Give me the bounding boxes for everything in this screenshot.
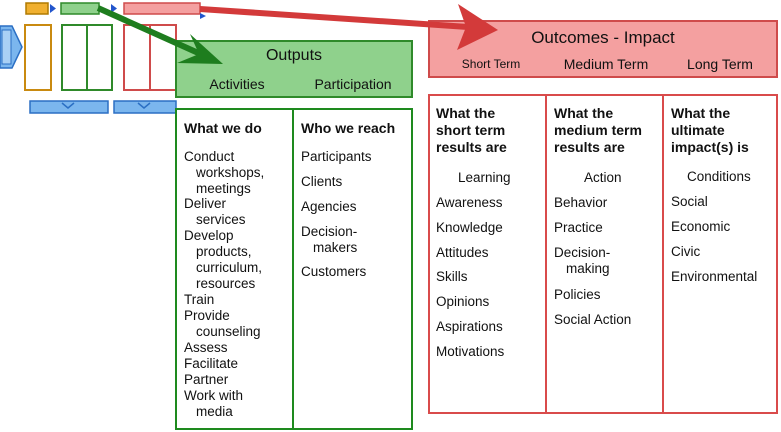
list-item-deliver: Deliver services: [184, 196, 246, 227]
list-item-behavior: Behavior: [554, 195, 608, 210]
list-item-decision-makers: Decision- makers: [301, 224, 358, 255]
thumb-orange-box: [24, 24, 52, 91]
list-item-participants: Participants: [301, 149, 372, 164]
list-item-customers: Customers: [301, 264, 367, 279]
list-item-social-action: Social Action: [554, 312, 632, 327]
thumb-outcomes-block: [123, 2, 201, 15]
participation-label: Participation: [314, 76, 392, 92]
list-item-social: Social: [671, 194, 708, 209]
list-item-work-with-media: Work with media: [184, 388, 244, 419]
list-item-develop: Develop products, curriculum, resources: [184, 228, 263, 291]
list-item-skills: Skills: [436, 269, 468, 284]
list-item-aspirations: Aspirations: [436, 319, 503, 334]
thumb-arrow-2: [111, 4, 117, 13]
list-item-provide: Provide counseling: [184, 308, 261, 339]
list-item-environmental: Environmental: [671, 269, 758, 284]
list-item-motivations: Motivations: [436, 344, 505, 359]
list-item-attitudes: Attitudes: [436, 245, 489, 260]
medium-term-heading: What the medium term results are: [554, 105, 642, 155]
list-item-economic: Economic: [671, 219, 731, 234]
long-term-heading: What the ultimate impact(s) is: [671, 105, 749, 155]
thumb-arrow-1: [50, 4, 56, 13]
list-item-knowledge: Knowledge: [436, 220, 503, 235]
red-arrow-head: [457, 4, 498, 50]
outcomes-divider-1: [545, 94, 547, 414]
outputs-header: Outputs Activities Participation: [175, 40, 413, 98]
outcomes-title: Outcomes - Impact: [531, 28, 675, 47]
list-item-conduct: Conduct workshops, meetings: [184, 149, 265, 196]
short-category-learning: Learning: [458, 170, 511, 185]
what-we-do-heading: What we do: [184, 120, 262, 136]
thumb-situation-block: [25, 2, 49, 15]
list-item-clients: Clients: [301, 174, 343, 189]
short-term-heading: What the short term results are: [436, 105, 507, 155]
list-item-practice: Practice: [554, 220, 603, 235]
list-item-policies: Policies: [554, 287, 601, 302]
medium-category-action: Action: [584, 170, 622, 185]
list-item-facilitate: Facilitate: [184, 356, 239, 371]
list-item-partner: Partner: [184, 372, 229, 387]
outcomes-body: [428, 94, 778, 414]
long-category-conditions: Conditions: [687, 169, 751, 184]
who-we-reach-heading: Who we reach: [301, 120, 396, 136]
list-item-train: Train: [184, 292, 215, 307]
red-arrow-shaft: [199, 6, 469, 30]
list-item-agencies: Agencies: [301, 199, 357, 214]
outputs-divider: [292, 108, 294, 430]
list-item-assess: Assess: [184, 340, 228, 355]
list-item-opinions: Opinions: [436, 294, 490, 309]
green-arrow-shaft: [96, 5, 207, 59]
medium-term-label: Medium Term: [563, 56, 649, 72]
outputs-title: Outputs: [265, 47, 323, 64]
outcomes-divider-2: [662, 94, 664, 414]
long-term-label: Long Term: [687, 56, 753, 72]
list-item-civic: Civic: [671, 244, 701, 259]
list-item-awareness: Awareness: [436, 195, 503, 210]
activities-label: Activities: [209, 76, 265, 92]
short-term-label: Short Term: [461, 57, 521, 71]
thumb-arrow-3: [200, 13, 206, 19]
green-arrow-head: [177, 34, 223, 64]
list-item-decision-making: Decision- making: [554, 245, 611, 276]
outputs-body: [175, 108, 413, 430]
thumb-inputs-inner: [1, 29, 12, 65]
